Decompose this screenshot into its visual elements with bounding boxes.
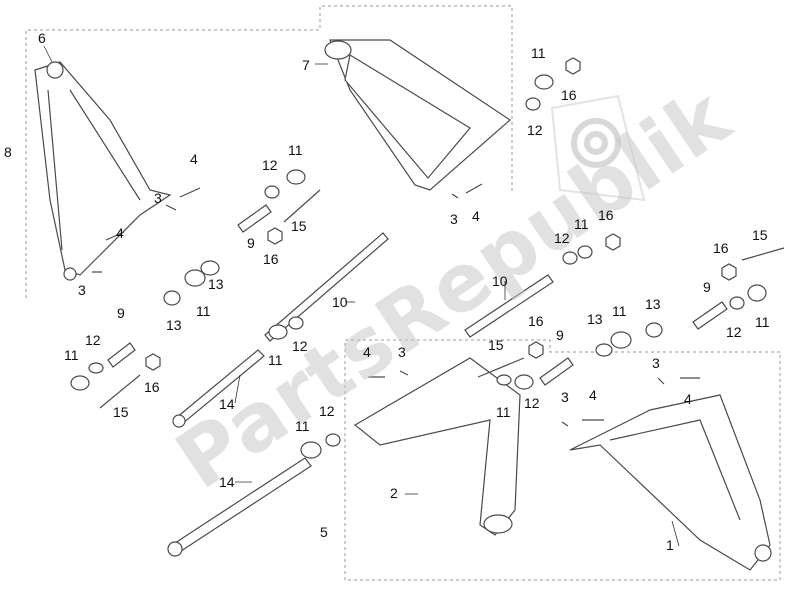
- callout-7: 7: [302, 57, 310, 73]
- callout-14: 14: [219, 474, 235, 490]
- pin-10-left: [264, 232, 389, 342]
- lower-arm-center: [353, 357, 521, 536]
- callout-15: 15: [752, 227, 768, 243]
- callout-11: 11: [196, 303, 211, 319]
- pin-10-right: [464, 274, 554, 338]
- callout-12: 12: [527, 122, 543, 138]
- callout-2: 2: [390, 485, 398, 501]
- bolts: [92, 183, 785, 427]
- callout-13: 13: [645, 296, 661, 312]
- callout-16: 16: [144, 379, 160, 395]
- callout-12: 12: [554, 230, 570, 246]
- callout-16: 16: [598, 207, 614, 223]
- callout-12: 12: [726, 324, 742, 340]
- callout-15: 15: [488, 337, 504, 353]
- callout-3: 3: [561, 389, 569, 405]
- shaft-14-upper: [172, 349, 265, 428]
- callout-16: 16: [561, 87, 577, 103]
- callout-11: 11: [288, 142, 303, 158]
- callout-10: 10: [332, 294, 348, 310]
- callout-11: 11: [755, 314, 770, 330]
- callout-11: 11: [268, 352, 283, 368]
- callout-6: 6: [38, 30, 46, 46]
- callout-13: 13: [166, 317, 182, 333]
- callout-8: 8: [4, 144, 12, 160]
- bushings: [70, 74, 767, 459]
- callout-13: 13: [587, 311, 603, 327]
- callout-3: 3: [78, 282, 86, 298]
- gear-icon: [571, 118, 621, 168]
- nuts-16: [145, 57, 737, 371]
- callout-9: 9: [247, 235, 255, 251]
- callout-3: 3: [450, 211, 458, 227]
- callout-9: 9: [117, 305, 125, 321]
- callout-4: 4: [589, 387, 597, 403]
- callout-16: 16: [263, 251, 279, 267]
- callout-4: 4: [472, 208, 480, 224]
- callout-15: 15: [113, 404, 129, 420]
- callout-3: 3: [398, 344, 406, 360]
- shaft-14-lower: [167, 457, 312, 557]
- upper-arm-top: [324, 39, 511, 191]
- lower-arm-right: [569, 394, 772, 571]
- callout-4: 4: [116, 225, 124, 241]
- callout-12: 12: [85, 332, 101, 348]
- callout-4: 4: [684, 391, 692, 407]
- callout-3: 3: [154, 190, 162, 206]
- callout-11: 11: [574, 216, 589, 232]
- group-boundary-left: [25, 5, 513, 298]
- callout-11: 11: [295, 418, 310, 434]
- callout-13: 13: [208, 276, 224, 292]
- callout-3: 3: [652, 355, 660, 371]
- group-boundary-right: [344, 339, 781, 581]
- sleeves-9: [107, 204, 728, 386]
- callout-12: 12: [292, 338, 308, 354]
- callout-4: 4: [190, 151, 198, 167]
- callout-14: 14: [219, 396, 235, 412]
- upper-arm-left: [34, 61, 172, 281]
- callout-16: 16: [713, 240, 729, 256]
- callout-11: 11: [496, 404, 511, 420]
- callout-16: 16: [528, 313, 544, 329]
- callout-11: 11: [531, 45, 546, 61]
- callout-4: 4: [363, 344, 371, 360]
- callout-1: 1: [666, 537, 674, 553]
- callout-12: 12: [262, 157, 278, 173]
- callout-10: 10: [492, 273, 508, 289]
- callout-9: 9: [703, 279, 711, 295]
- callout-11: 11: [612, 303, 627, 319]
- callout-11: 11: [64, 347, 79, 363]
- callout-15: 15: [291, 218, 307, 234]
- callout-12: 12: [524, 395, 540, 411]
- callout-12: 12: [319, 403, 335, 419]
- callout-5: 5: [320, 524, 328, 540]
- callout-9: 9: [556, 327, 564, 343]
